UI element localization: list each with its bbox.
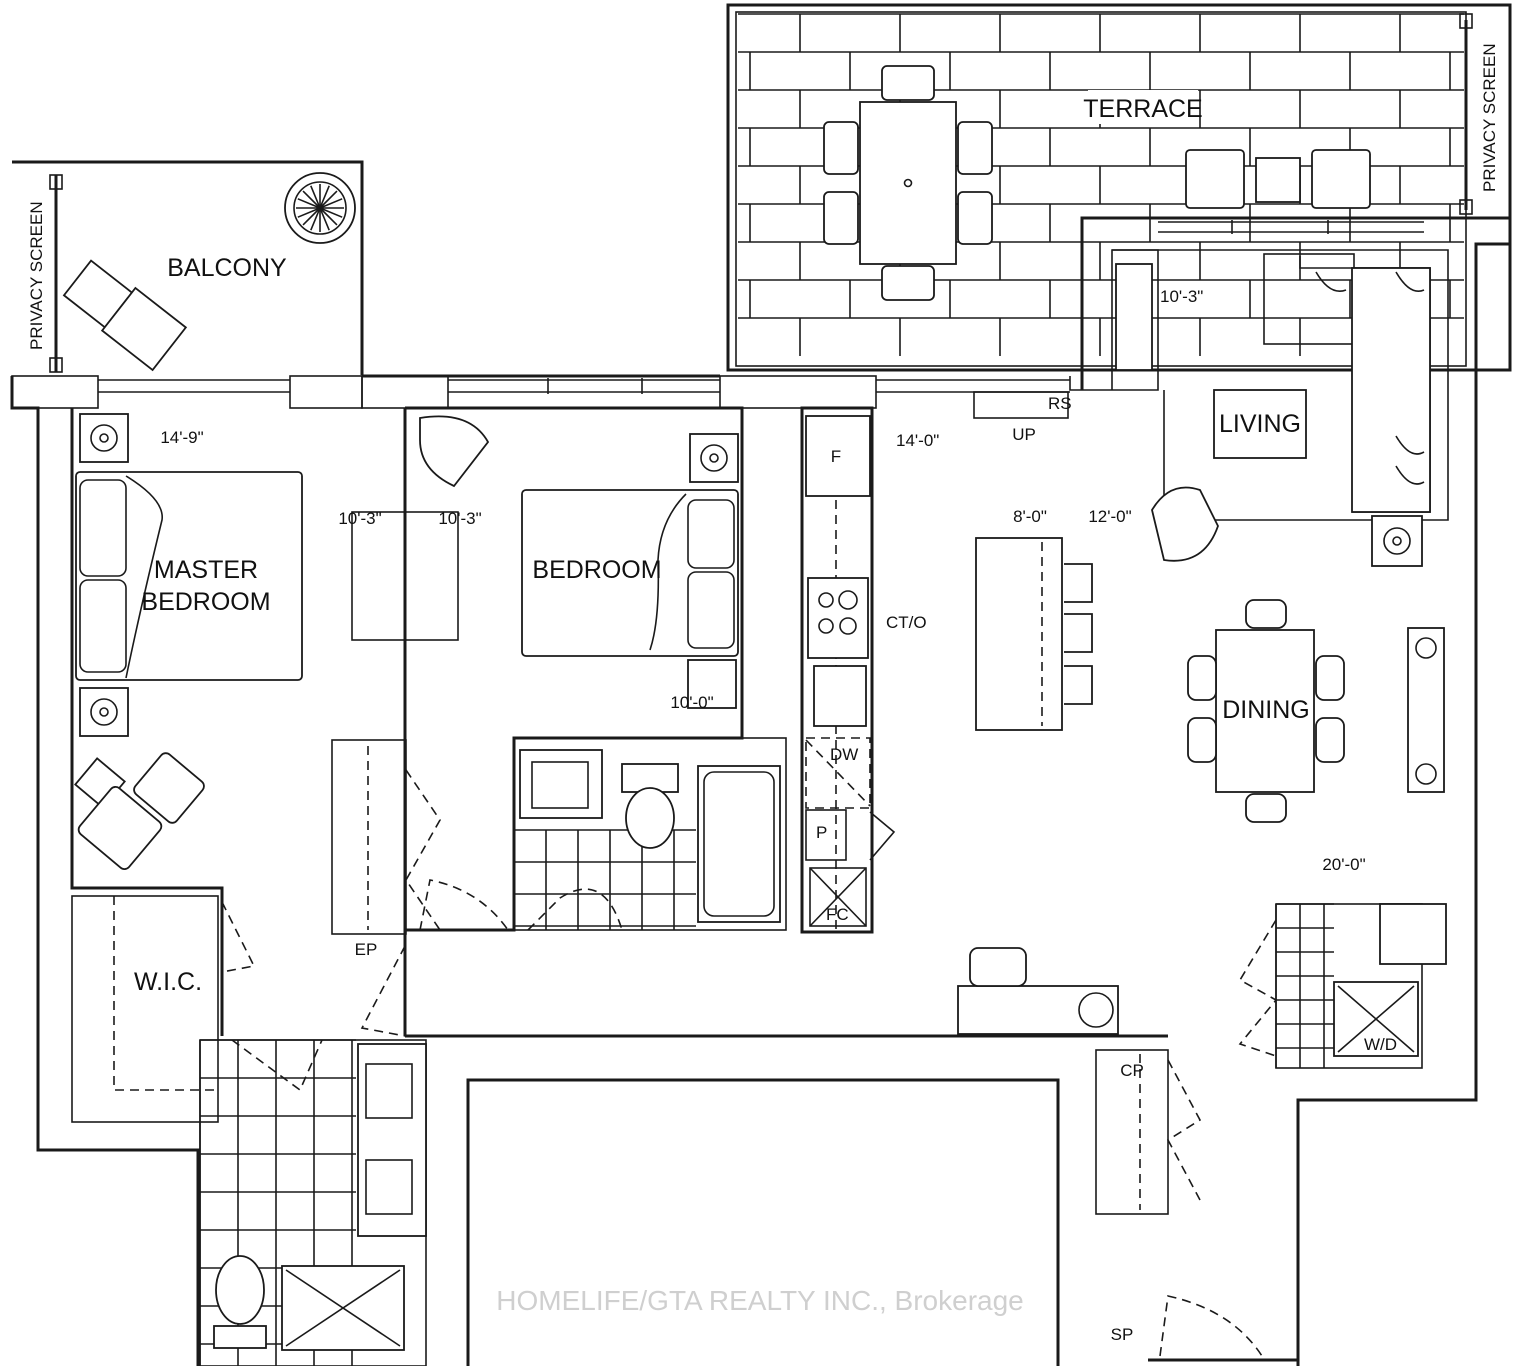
terrace-chair bbox=[957, 121, 993, 175]
suite-walls bbox=[10, 216, 1512, 1366]
living-depth-a-dim: 8'-0" bbox=[1013, 507, 1047, 526]
cp-label: CP bbox=[1120, 1061, 1144, 1080]
terrace-area: TERRACE PRIVACY SCREEN bbox=[726, 3, 1512, 372]
bath-toilet bbox=[625, 787, 675, 849]
living-label-box bbox=[1213, 389, 1307, 459]
cooktop-label: CT/O bbox=[886, 613, 927, 632]
terrace-lounge-chair bbox=[1311, 149, 1371, 209]
overall-dim: 20'-0" bbox=[1322, 855, 1365, 874]
balcony-chair bbox=[100, 286, 188, 372]
dw-label: DW bbox=[830, 745, 858, 764]
living-label: LIVING bbox=[1219, 410, 1301, 438]
master-bed bbox=[75, 471, 303, 681]
wd-label: W/D bbox=[1364, 1035, 1397, 1054]
dishwasher bbox=[805, 737, 871, 809]
wic-label: W.I.C. bbox=[134, 968, 202, 996]
ensuite-bath bbox=[199, 945, 427, 1366]
bedroom-width-dim: 10'-0" bbox=[670, 693, 713, 712]
dining-table bbox=[1215, 629, 1315, 793]
terrace-side-table bbox=[1255, 157, 1301, 203]
terrace-chair bbox=[957, 191, 993, 245]
balcony-area: PRIVACY SCREEN BALCONY bbox=[12, 160, 364, 375]
laundry: W/D bbox=[1238, 903, 1447, 1069]
terrace-chair bbox=[881, 265, 935, 301]
pantry-label: P bbox=[816, 823, 827, 842]
living-width-dim: 10'-3" bbox=[1160, 287, 1203, 306]
watermark: HOMELIFE/GTA REALTY INC., Brokerage bbox=[496, 1285, 1024, 1316]
master-bedroom-label-1: MASTER bbox=[154, 556, 258, 584]
up-label: UP bbox=[1012, 425, 1036, 444]
master-width-dim: 14'-9" bbox=[160, 428, 203, 447]
sideboard bbox=[1407, 627, 1445, 793]
kitchen-sink bbox=[813, 665, 867, 727]
bedroom-depth-dim: 10'-3" bbox=[438, 509, 481, 528]
bathtub bbox=[697, 765, 781, 923]
kitchen-island bbox=[975, 537, 1063, 731]
fridge bbox=[805, 415, 871, 497]
coat-closet: CP SP bbox=[1095, 1049, 1202, 1344]
terrace-label: TERRACE bbox=[1083, 95, 1202, 123]
terrace-chair bbox=[881, 65, 935, 101]
terrace-lounge-chair bbox=[1185, 149, 1245, 209]
rs-label: RS bbox=[1048, 394, 1072, 413]
terrace-chair bbox=[823, 121, 859, 175]
main-bath bbox=[513, 737, 787, 931]
fridge-label: F bbox=[831, 447, 841, 466]
kitchen: F CT/O DW P FC 14'-0" RS UP bbox=[800, 391, 1093, 934]
second-bedroom: BEDROOM 10'-3" 10'-0" EP bbox=[331, 406, 744, 959]
bedroom-label: BEDROOM bbox=[532, 556, 661, 584]
furnace-closet bbox=[809, 867, 867, 927]
vanity bbox=[357, 1043, 427, 1237]
sectional-sofa bbox=[1351, 267, 1431, 513]
sp-label: SP bbox=[1111, 1325, 1134, 1344]
dining-label: DINING bbox=[1222, 696, 1310, 724]
ep-label: EP bbox=[355, 940, 378, 959]
bedroom-bed bbox=[521, 489, 739, 657]
privacy-screen-right-label: PRIVACY SCREEN bbox=[1480, 43, 1499, 192]
living-depth-b-dim: 12'-0" bbox=[1088, 507, 1131, 526]
terrace-chair bbox=[823, 191, 859, 245]
master-bedroom: MASTER BEDROOM 14'-9" 10'-3" W.I.C. bbox=[70, 408, 459, 1123]
tv-unit bbox=[1115, 263, 1153, 371]
toilet bbox=[215, 1255, 265, 1325]
privacy-screen-left-label: PRIVACY SCREEN bbox=[27, 201, 46, 350]
fc-label: FC bbox=[826, 905, 849, 924]
cooktop bbox=[807, 577, 869, 659]
living-dining: LIVING 10'-3" 8'-0" 12'-0" DINING 20'-0" bbox=[957, 249, 1449, 1035]
balcony-label: BALCONY bbox=[167, 254, 287, 282]
master-bedroom-label-2: BEDROOM bbox=[141, 588, 270, 616]
kitchen-width-dim: 14'-0" bbox=[896, 431, 939, 450]
terrace-table bbox=[859, 101, 957, 265]
master-depth-dim: 10'-3" bbox=[338, 509, 381, 528]
